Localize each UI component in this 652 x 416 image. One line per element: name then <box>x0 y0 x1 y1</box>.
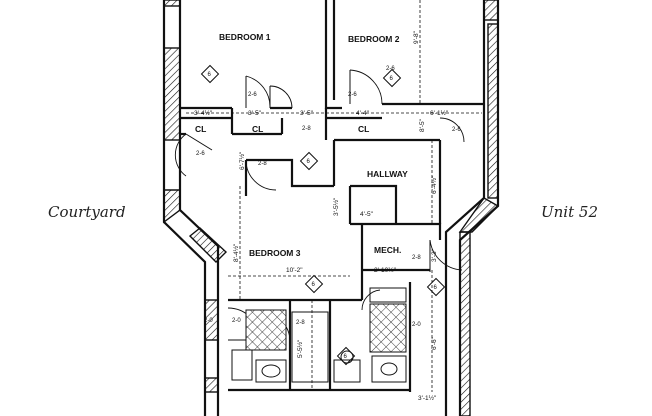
closet-label-1: CL <box>195 124 206 134</box>
door-swings <box>174 69 465 341</box>
bathroom-tiles <box>231 287 407 383</box>
door-size: 2-8 <box>412 255 421 261</box>
dimension-text: 3'-5" <box>248 110 262 117</box>
dimension-text: 9'-8" <box>413 30 420 44</box>
dimension-text: 6'-7½" <box>238 151 246 170</box>
door-size: 2-6 <box>452 127 461 133</box>
courtyard-label: Courtyard <box>48 203 126 221</box>
dimension-text: 8'-5" <box>419 118 426 132</box>
door-size: 2-0 <box>232 318 241 324</box>
dimension-text: 3'-1½" <box>418 394 437 402</box>
dimension-text: 3'-5" <box>300 110 314 117</box>
dimension-text: 4'-5" <box>360 211 374 218</box>
room-label-hallway: HALLWAY <box>367 169 408 179</box>
door-size: 2-0 <box>412 322 421 328</box>
dimension-lines <box>186 0 482 392</box>
dimension-text: 6'-1½" <box>430 109 449 117</box>
door-tags <box>200 64 446 366</box>
door-size: 2-8 <box>296 320 305 326</box>
door-size: 2-8 <box>302 126 311 132</box>
tag-number: 6 <box>434 285 438 291</box>
dimension-text: 4'-4" <box>356 110 370 117</box>
room-label-bedroom2: BEDROOM 2 <box>348 34 400 44</box>
interior-walls <box>180 0 484 392</box>
door-size: 2-8 <box>258 161 267 167</box>
room-label-bedroom3: BEDROOM 3 <box>249 248 301 258</box>
dimension-text: 3'-4½" <box>194 109 213 117</box>
exterior-left-wall <box>162 0 228 416</box>
tag-number: 6 <box>390 76 394 82</box>
dimension-text: 6'-4½" <box>430 175 438 194</box>
closet-label-3: CL <box>358 124 369 134</box>
dimension-text: 5'-5½" <box>296 339 304 358</box>
dimension-text: 6'-6" <box>431 336 438 350</box>
exterior-right-wall <box>444 0 500 416</box>
room-label-bedroom1: BEDROOM 1 <box>219 32 271 42</box>
dimension-text: 3'-3" <box>431 248 438 262</box>
closet-label-2: CL <box>252 124 263 134</box>
door-size: 2-6 <box>248 92 257 98</box>
dimension-text: 8'-4½" <box>232 243 240 262</box>
door-size: 2-0 <box>204 318 213 324</box>
door-size: 2-6 <box>196 151 205 157</box>
tag-number: 6 <box>344 354 348 360</box>
tag-number: 6 <box>208 72 212 78</box>
dimension-text: 10'-2" <box>286 267 303 274</box>
door-size: 2-6 <box>386 66 395 72</box>
tag-number: 6 <box>312 282 316 288</box>
dimension-text: 2'-10½" <box>374 266 397 274</box>
door-size: 2-6 <box>348 92 357 98</box>
room-label-mech: MECH. <box>374 245 401 255</box>
unit-label: Unit 52 <box>541 203 598 221</box>
tag-number: 6 <box>307 159 311 165</box>
dimension-text: 3'-5½" <box>332 197 340 216</box>
